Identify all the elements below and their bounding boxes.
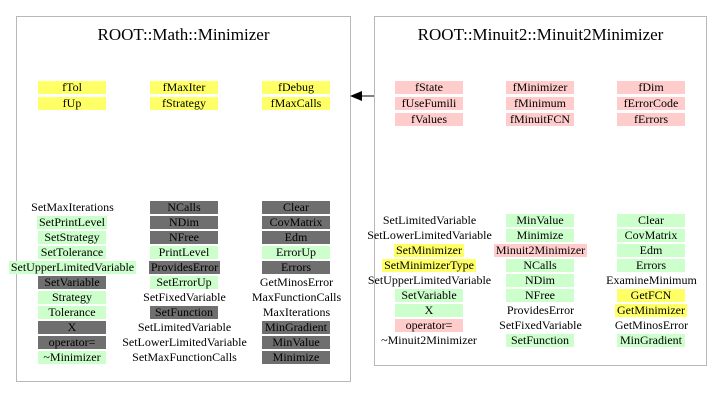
- derived_class-method: Errors: [617, 259, 685, 272]
- base_class-method: operator=: [38, 336, 106, 349]
- derived_class-method: Minuit2Minimizer: [494, 243, 587, 257]
- derived_class-method: SetVariable: [395, 289, 463, 302]
- derived-class-title: ROOT::Minuit2::Minuit2Minimizer: [417, 25, 664, 44]
- base_class-method: SetVariable: [38, 276, 106, 289]
- base_class-method: SetLimitedVariable: [137, 320, 232, 334]
- base_class-method: NDim: [150, 216, 218, 229]
- base_class-method: CovMatrix: [262, 216, 330, 229]
- derived_class-method: SetFixedVariable: [499, 318, 582, 332]
- base_class-method: GetMinosError: [259, 275, 334, 289]
- base_class-method: SetStrategy: [38, 231, 106, 244]
- base_class-method: SetPrintLevel: [37, 215, 107, 229]
- base_class-method: Tolerance: [38, 306, 106, 319]
- base_class-method: MinGradient: [262, 321, 330, 334]
- base_class-method: SetFixedVariable: [143, 290, 226, 304]
- derived_class-method: MinValue: [506, 214, 574, 227]
- derived_class-method: SetMinimizerType: [382, 259, 476, 272]
- base_class-data-member: fUp: [38, 97, 106, 110]
- base_class-data-member: fDebug: [262, 81, 330, 94]
- derived_class-method: Clear: [617, 214, 685, 227]
- derived_class-method: CovMatrix: [617, 229, 685, 242]
- base_class-method: SetMaxFunctionCalls: [132, 350, 237, 364]
- base_class-method: SetFunction: [150, 306, 218, 319]
- derived_class-method: NFree: [506, 289, 574, 302]
- derived_class-method: ExamineMinimum: [606, 273, 697, 287]
- base_class-method: PrintLevel: [150, 246, 218, 259]
- derived_class-method: SetUpperLimitedVariable: [367, 273, 492, 287]
- derived_class-method: NCalls: [506, 259, 574, 272]
- base_class-method: NCalls: [150, 201, 218, 214]
- base_class-method: Errors: [262, 261, 330, 274]
- derived_class-method: SetLimitedVariable: [382, 213, 477, 227]
- base_class-method: SetMaxIterations: [31, 200, 114, 214]
- base-class-title: ROOT::Math::Minimizer: [97, 25, 270, 44]
- derived_class-method: SetLowerLimitedVariable: [367, 228, 492, 242]
- derived_class-method: GetMinimizer: [615, 304, 687, 317]
- derived_class-data-member: fMinuitFCN: [506, 113, 574, 126]
- base_class-method: NFree: [150, 231, 218, 244]
- derived_class-method: GetFCN: [617, 289, 685, 302]
- base_class-method: ProvidesError: [149, 260, 220, 274]
- base_class-method: MinValue: [262, 336, 330, 349]
- base_class-method: Minimize: [262, 351, 330, 364]
- inheritance-arrow-head: [350, 91, 362, 101]
- base_class-method: Edm: [262, 231, 330, 244]
- base_class-data-member: fTol: [38, 81, 106, 94]
- base_class-method: ErrorUp: [262, 246, 330, 259]
- base_class-method: SetTolerance: [38, 246, 106, 259]
- base_class-method: SetLowerLimitedVariable: [122, 335, 247, 349]
- derived_class-method: Minimize: [506, 229, 574, 242]
- base_class-method: MaxFunctionCalls: [251, 290, 342, 304]
- derived_class-data-member: fUseFumili: [395, 97, 463, 110]
- derived_class-data-member: fErrorCode: [617, 97, 685, 110]
- derived_class-method: X: [395, 304, 463, 317]
- derived_class-data-member: fValues: [395, 113, 463, 126]
- derived_class-method: GetMinosError: [614, 318, 689, 332]
- derived_class-method: ProvidesError: [506, 303, 575, 317]
- base_class-method: SetErrorUp: [150, 276, 218, 289]
- derived_class-method: SetFunction: [506, 334, 574, 347]
- derived_class-method: Edm: [617, 244, 685, 257]
- base_class-method: X: [38, 321, 106, 334]
- derived_class-data-member: fMinimizer: [506, 81, 574, 94]
- base_class-method: ~Minimizer: [38, 351, 106, 364]
- base_class-data-member: fMaxCalls: [262, 97, 330, 110]
- derived_class-method: operator=: [395, 319, 463, 332]
- derived_class-data-member: fErrors: [617, 113, 685, 126]
- base_class-data-member: fStrategy: [150, 97, 218, 110]
- derived_class-method: MinGradient: [617, 334, 685, 347]
- base_class-method: SetUpperLimitedVariable: [9, 260, 136, 274]
- base_class-data-member: fMaxIter: [150, 81, 218, 94]
- derived_class-data-member: fMinimum: [506, 97, 574, 110]
- derived_class-method: ~Minuit2Minimizer: [381, 333, 477, 347]
- derived_class-data-member: fDim: [617, 81, 685, 94]
- base_class-method: MaxIterations: [262, 305, 331, 319]
- derived_class-method: SetMinimizer: [394, 243, 464, 257]
- base_class-method: Clear: [262, 201, 330, 214]
- derived_class-method: NDim: [506, 274, 574, 287]
- base_class-method: Strategy: [38, 291, 106, 304]
- derived_class-data-member: fState: [395, 81, 463, 94]
